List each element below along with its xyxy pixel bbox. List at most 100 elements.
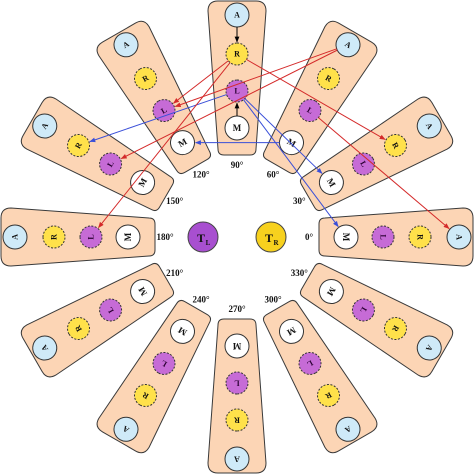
node-L: L xyxy=(99,298,123,322)
node-letter: M xyxy=(123,232,133,241)
node-letter: M xyxy=(232,341,241,351)
node-letter: R xyxy=(390,324,401,334)
node-L: L xyxy=(298,99,322,123)
node-letter: R xyxy=(141,73,151,84)
center-label-sub: L xyxy=(206,239,211,247)
node-circle xyxy=(335,32,361,58)
node-L: L xyxy=(225,371,249,395)
node-letter: L xyxy=(358,305,368,314)
node-letter: A xyxy=(424,343,435,353)
node-M: M xyxy=(224,333,250,359)
node-letter: R xyxy=(73,141,84,151)
node-R: R xyxy=(134,67,157,91)
node-A: A xyxy=(335,416,361,442)
node-circle xyxy=(351,152,375,176)
node-M: M xyxy=(130,279,156,304)
arm-panel xyxy=(0,207,156,267)
node-letter: A xyxy=(121,39,131,50)
node-letter: R xyxy=(234,416,240,425)
node-circle xyxy=(318,279,344,304)
node-L: L xyxy=(152,99,176,123)
node-letter: L xyxy=(358,159,368,168)
node-letter: A xyxy=(39,343,50,353)
angle-label-300: 300° xyxy=(264,294,282,304)
angle-label-90: 90° xyxy=(231,160,244,170)
node-letter: L xyxy=(305,105,314,115)
node-circle xyxy=(317,383,340,407)
link-arrow xyxy=(318,117,450,229)
angle-label-150: 150° xyxy=(166,196,184,206)
node-circle xyxy=(99,152,123,176)
node-M: M xyxy=(170,130,195,156)
node-letter: R xyxy=(234,50,240,59)
node-circle xyxy=(318,170,344,195)
node-letter: R xyxy=(141,390,151,401)
node-circle xyxy=(152,99,176,123)
node-M: M xyxy=(279,318,304,344)
arm-panel xyxy=(318,207,474,267)
node-R: R xyxy=(317,383,340,407)
node-R: R xyxy=(225,42,249,66)
link-arrow xyxy=(173,60,229,104)
node-A: A xyxy=(224,446,250,472)
angle-label-120: 120° xyxy=(192,170,210,180)
node-circle xyxy=(32,335,58,361)
node-A: A xyxy=(416,335,442,361)
node-circle xyxy=(225,42,249,66)
node-A: A xyxy=(446,224,472,250)
node-letter: A xyxy=(11,234,20,240)
node-circle xyxy=(383,134,407,157)
node-letter: A xyxy=(234,11,240,20)
angle-label-180: 180° xyxy=(156,232,174,242)
node-circle xyxy=(42,225,66,249)
node-circle xyxy=(225,79,249,103)
node-letter: L xyxy=(305,358,314,368)
node-circle xyxy=(170,130,195,156)
node-R: R xyxy=(408,225,432,249)
node-circle xyxy=(224,446,250,472)
node-R: R xyxy=(67,317,91,340)
angle-label-0: 0° xyxy=(305,232,314,242)
node-letter: L xyxy=(234,87,239,96)
node-letter: A xyxy=(343,39,353,50)
node-letter: R xyxy=(390,141,401,151)
node-letter: R xyxy=(416,234,425,240)
link-arrow xyxy=(98,62,231,229)
node-L: L xyxy=(99,152,123,176)
node-circle xyxy=(279,318,304,344)
arm-210: MLR A xyxy=(20,262,175,378)
node-letter: R xyxy=(324,73,334,84)
link-arrow xyxy=(243,99,339,228)
center-label: T xyxy=(265,231,273,245)
node-R: R xyxy=(317,67,340,91)
node-circle xyxy=(224,333,250,359)
node-A: A xyxy=(2,224,28,250)
node-circle xyxy=(279,130,304,156)
link-arrow xyxy=(244,98,323,174)
center-label: T xyxy=(197,231,205,245)
node-letter: A xyxy=(455,234,464,240)
node-A: A xyxy=(113,32,139,58)
node-circle xyxy=(67,317,91,340)
node-letter: M xyxy=(233,123,242,133)
node-A: A xyxy=(113,416,139,442)
node-circle xyxy=(333,224,359,250)
node-letter: R xyxy=(50,234,59,240)
node-R: R xyxy=(42,225,66,249)
node-M: M xyxy=(170,318,195,344)
arm-90: M L R A xyxy=(207,0,267,156)
arm-270: M L R A xyxy=(207,318,267,474)
node-L: L xyxy=(298,351,322,375)
node-M: M xyxy=(115,224,141,250)
node-letter: A xyxy=(424,121,435,131)
node-circle xyxy=(2,224,28,250)
node-circle xyxy=(99,298,123,322)
node-R: R xyxy=(225,408,249,432)
